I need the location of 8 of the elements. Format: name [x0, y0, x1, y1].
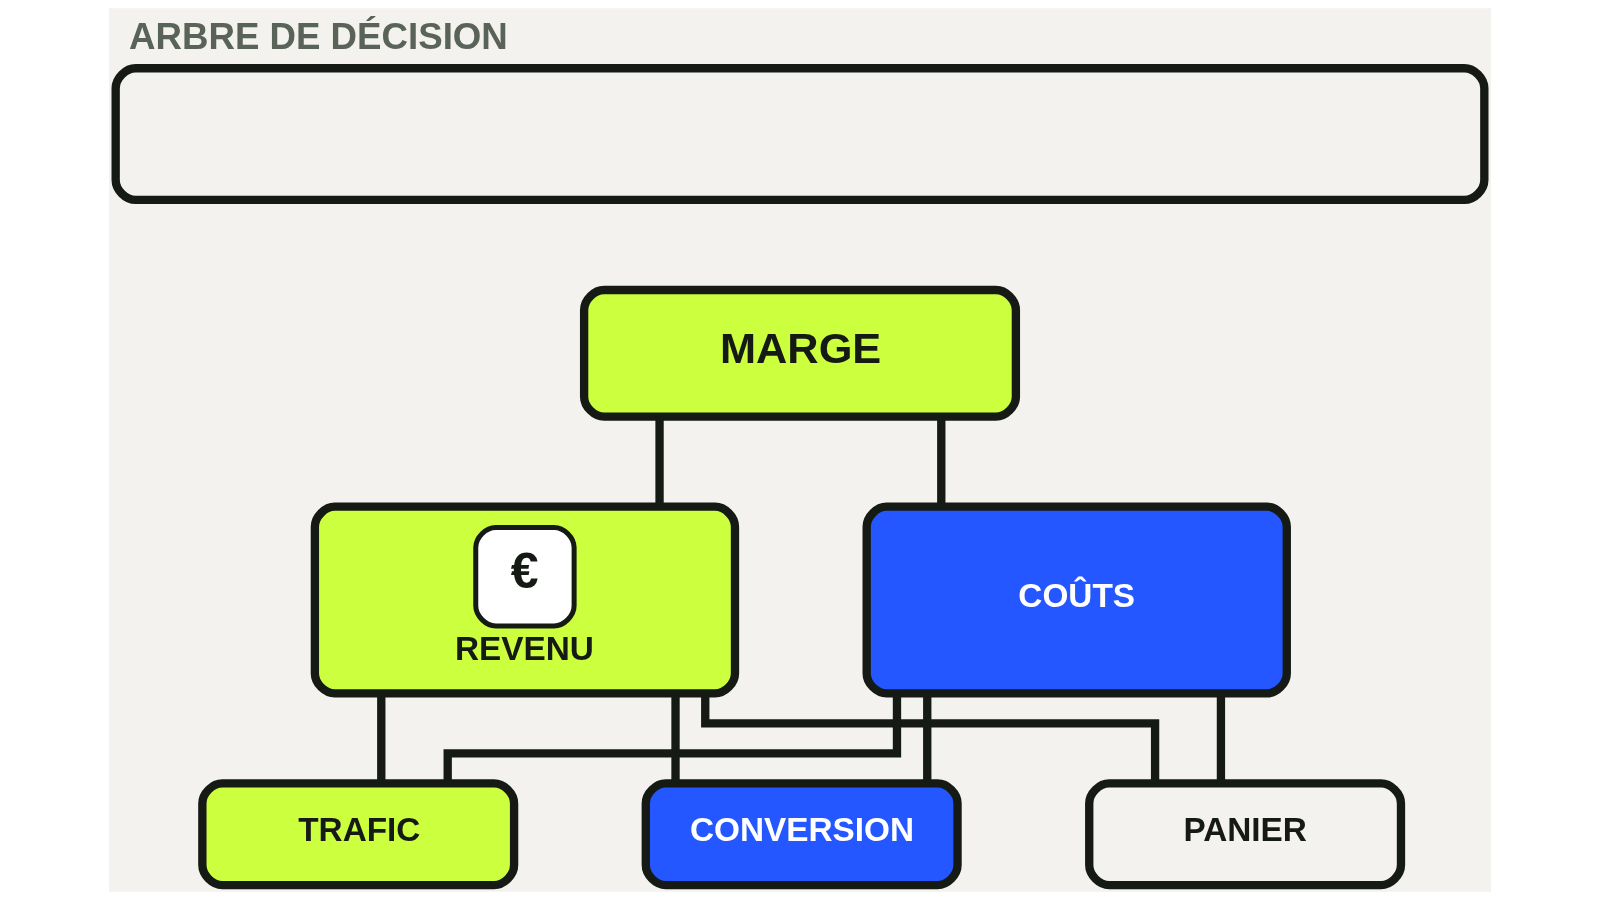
node-box: COÛTS: [862, 502, 1291, 698]
node-box: CONVERSION: [641, 779, 962, 890]
node-box: MARGE: [579, 285, 1021, 421]
node-box: [111, 64, 1489, 205]
node-box: PANIER: [1085, 779, 1406, 890]
node-box: TRAFIC: [198, 779, 519, 890]
diagram-title: ARBRE DE DÉCISION: [129, 16, 508, 58]
node-box: € REVENU: [310, 502, 740, 698]
